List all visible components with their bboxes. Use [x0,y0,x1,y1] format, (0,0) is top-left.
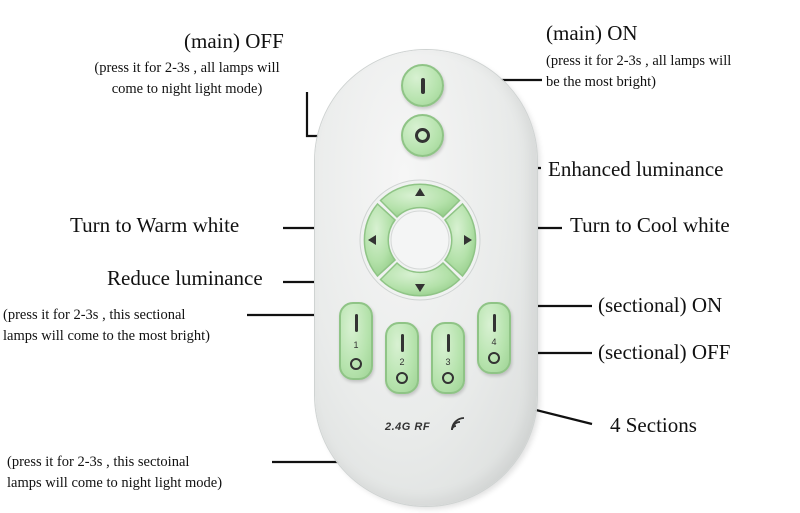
section-1-button[interactable]: 1 [339,302,373,380]
arrow-left-icon [368,235,376,245]
section-number: 4 [491,337,497,347]
sectional-off-note-line-2: lamps will come to night light mode) [7,475,223,492]
section-number: 2 [399,357,405,367]
sectional-on-note: (press it for 2-3s , this sectional lamp… [3,305,210,347]
power-on-bar-icon [492,314,496,332]
left-button[interactable] [363,202,397,278]
section-2-button[interactable]: 2 [385,322,419,394]
main-off-note-line-2: come to night light mode) [111,81,263,98]
main-off-note-line-1: (press it for 2-3s , all lamps will [94,60,280,76]
section-3-button[interactable]: 3 [431,322,465,394]
down-button[interactable] [379,261,461,297]
power-off-ring-icon [396,372,408,384]
power-off-ring-icon [442,372,454,384]
section-4-button[interactable]: 4 [477,302,511,374]
up-button[interactable] [379,183,461,219]
power-off-ring-icon [415,128,430,143]
sectional-off-note: (press it for 2-3s , this sectoinal lamp… [7,452,222,494]
power-on-bar-icon [420,77,425,94]
main-on-button[interactable] [401,64,444,107]
sectional-on-label: (sectional) ON [598,293,723,317]
power-off-ring-icon [350,358,362,370]
four-sections-label: 4 Sections [610,413,697,437]
wireless-signal-icon [451,417,465,431]
sectional-off-label: (sectional) OFF [598,340,731,364]
power-on-bar-icon [354,314,358,332]
arrow-up-icon [415,188,425,196]
warm-white-label: Turn to Warm white [70,213,240,237]
main-on-note-line-1: (press it for 2-3s , all lamps will [546,53,732,69]
main-off-note: (press it for 2-3s , all lamps will come… [52,58,322,100]
sectional-on-note-line-1: (press it for 2-3s , this sectional [3,307,186,323]
main-on-note: (press it for 2-3s , all lamps will be t… [546,51,731,93]
arrow-down-icon [415,284,425,292]
power-off-ring-icon [488,352,500,364]
center-cap [390,210,450,270]
arrow-right-icon [464,235,472,245]
section-number: 3 [445,357,451,367]
power-on-bar-icon [400,334,404,352]
sectional-off-note-line-1: (press it for 2-3s , this sectoinal [7,454,190,470]
reduce-luminance-label: Reduce luminance [107,266,263,290]
right-button[interactable] [443,202,477,278]
dpad [359,179,481,301]
enhanced-luminance-label: Enhanced luminance [548,157,724,181]
main-off-button[interactable] [401,114,444,157]
power-on-bar-icon [446,334,450,352]
sectional-on-note-line-2: lamps will come to the most bright) [3,328,211,345]
cool-white-label: Turn to Cool white [570,213,730,237]
main-on-note-line-2: be the most bright) [546,74,656,91]
main-on-title: (main) ON [546,21,638,45]
main-off-title: (main) OFF [184,29,284,53]
brand-label: 2.4G RF [385,421,431,433]
section-number: 1 [353,340,359,350]
